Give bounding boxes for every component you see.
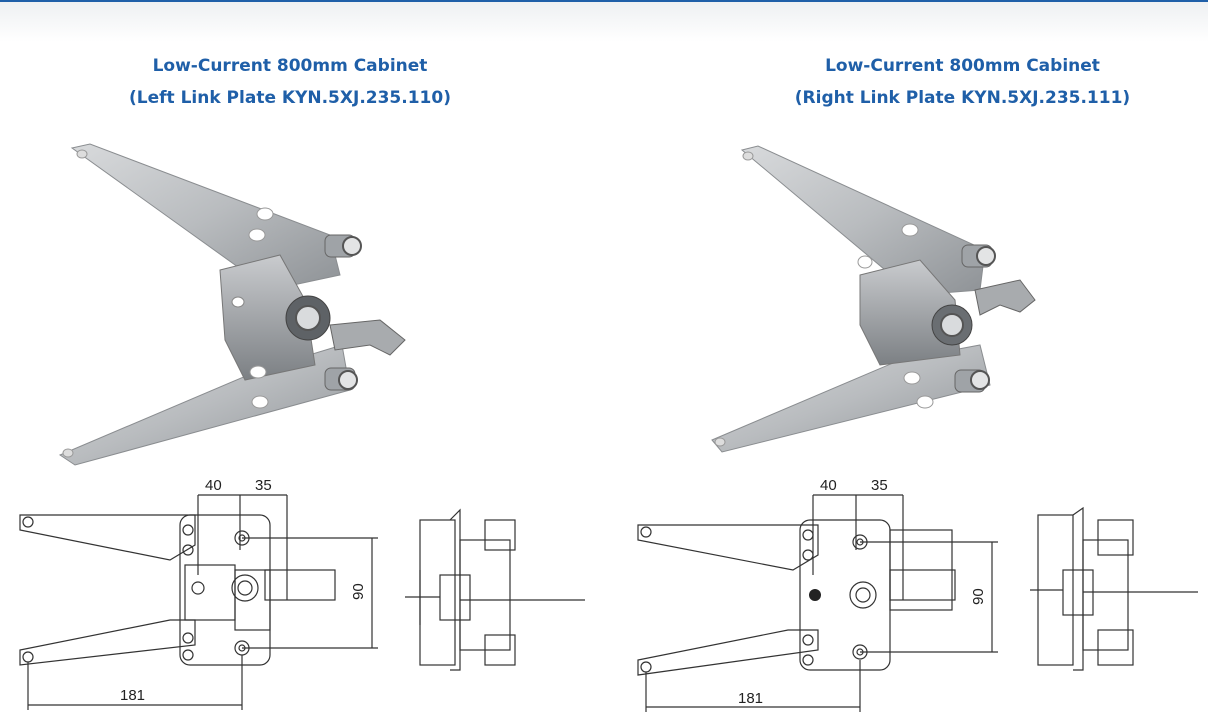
left-side-view-drawing xyxy=(405,508,585,671)
right-link-plate-photo xyxy=(711,145,1036,453)
product-title-left-line1: Low-Current 800mm Cabinet xyxy=(152,56,428,76)
left-dim-90: 90 xyxy=(350,583,367,600)
product-title-right-line1: Low-Current 800mm Cabinet xyxy=(825,56,1100,76)
left-dim-35: 35 xyxy=(255,477,272,494)
right-dim-181: 181 xyxy=(738,690,763,707)
right-front-view-drawing: 40 35 90 181 xyxy=(637,477,998,712)
right-dim-90: 90 xyxy=(970,588,987,605)
left-front-view-drawing: 40 35 90 181 xyxy=(19,477,378,710)
product-title-right-line2: (Right Link Plate KYN.5XJ.235.111) xyxy=(794,88,1131,108)
product-title-right: Low-Current 800mm Cabinet (Right Link Pl… xyxy=(690,50,1208,114)
right-dim-40: 40 xyxy=(820,477,837,494)
product-title-left: Low-Current 800mm Cabinet (Left Link Pla… xyxy=(10,50,570,114)
header-fade xyxy=(0,2,1208,42)
left-link-plate-photo xyxy=(58,143,406,466)
left-dim-40: 40 xyxy=(205,477,222,494)
header-accent-bar xyxy=(0,0,1208,2)
product-title-left-line2: (Left Link Plate KYN.5XJ.235.110) xyxy=(129,88,451,108)
left-dim-181: 181 xyxy=(120,687,145,704)
right-side-view-drawing xyxy=(1030,506,1198,671)
right-dim-35: 35 xyxy=(871,477,888,494)
